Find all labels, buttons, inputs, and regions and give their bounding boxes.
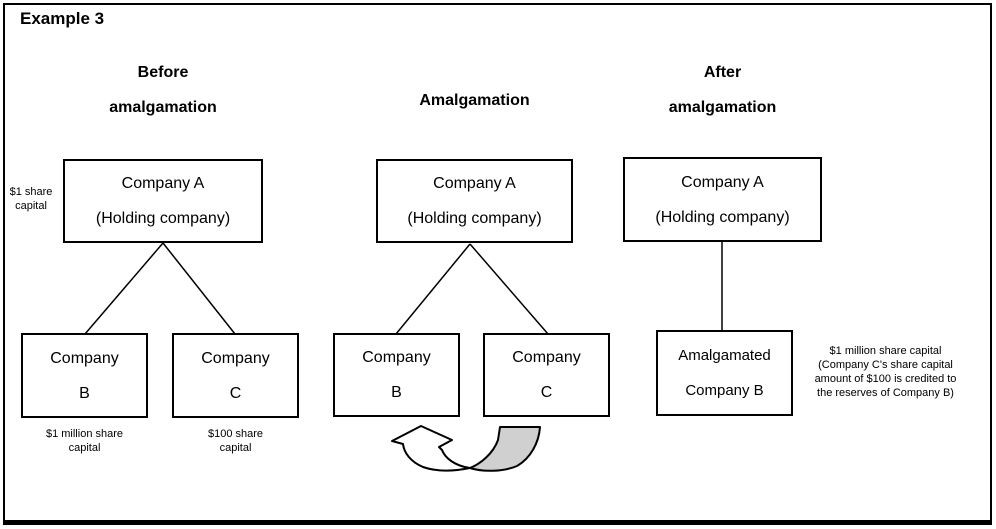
after-note: $1 million share capital (Company C's sh…: [798, 344, 973, 400]
company-name: Company: [362, 349, 431, 366]
company-b-box-before: Company B: [21, 333, 148, 418]
company-name: Company: [512, 349, 581, 366]
company-c-box-during: Company C: [483, 333, 610, 417]
caption-line: $100 share: [207, 428, 264, 440]
heading-amalgamation: Amalgamation: [376, 83, 573, 118]
company-c-box-before: Company C: [172, 333, 299, 418]
caption-line: capital: [15, 200, 47, 212]
heading-after-amalgamation: After amalgamation: [623, 55, 822, 125]
share-capital-label-c: $100 share capital: [172, 427, 299, 455]
heading-before-amalgamation: Before amalgamation: [63, 55, 263, 125]
company-name: Company: [50, 349, 119, 367]
company-role: (Holding company): [655, 208, 790, 226]
company-name: B: [79, 384, 90, 402]
company-name: Company A: [433, 175, 516, 192]
caption-line: $1 million share capital: [829, 345, 942, 357]
heading-line: Before: [137, 64, 189, 81]
company-name: Company: [201, 349, 270, 367]
company-a-box-during: Company A (Holding company): [376, 159, 573, 243]
amalgamated-company-b-box: Amalgamated Company B: [656, 330, 793, 416]
heading-line: After: [703, 64, 742, 81]
company-a-box-after: Company A (Holding company): [623, 157, 822, 242]
company-name: B: [391, 384, 402, 401]
company-name: Company A: [681, 173, 764, 191]
heading-line: Amalgamation: [419, 92, 530, 109]
company-role: (Holding company): [407, 210, 542, 227]
page-title: Example 3: [20, 9, 105, 28]
company-name: Company A: [121, 175, 205, 192]
share-capital-label-b: $1 million share capital: [21, 427, 148, 455]
caption-line: $1 million share: [45, 428, 124, 440]
company-name: Amalgamated: [678, 347, 771, 364]
heading-line: amalgamation: [109, 99, 217, 116]
caption-line: capital: [219, 442, 252, 454]
caption-line: capital: [68, 442, 101, 454]
company-name: C: [229, 384, 242, 402]
caption-line: amount of $100 is credited to: [814, 373, 957, 385]
share-capital-label-a: $1 share capital: [0, 185, 62, 213]
company-a-box-before: Company A (Holding company): [63, 159, 263, 243]
company-b-box-during: Company B: [333, 333, 460, 417]
caption-line: (Company C's share capital: [818, 359, 953, 371]
diagram-border: [3, 3, 992, 525]
caption-line: the reserves of Company B): [817, 387, 954, 399]
company-name: Company B: [685, 382, 764, 399]
company-name: C: [540, 384, 553, 401]
caption-line: $1 share: [9, 186, 53, 198]
heading-line: amalgamation: [668, 99, 777, 116]
company-role: (Holding company): [95, 210, 231, 227]
